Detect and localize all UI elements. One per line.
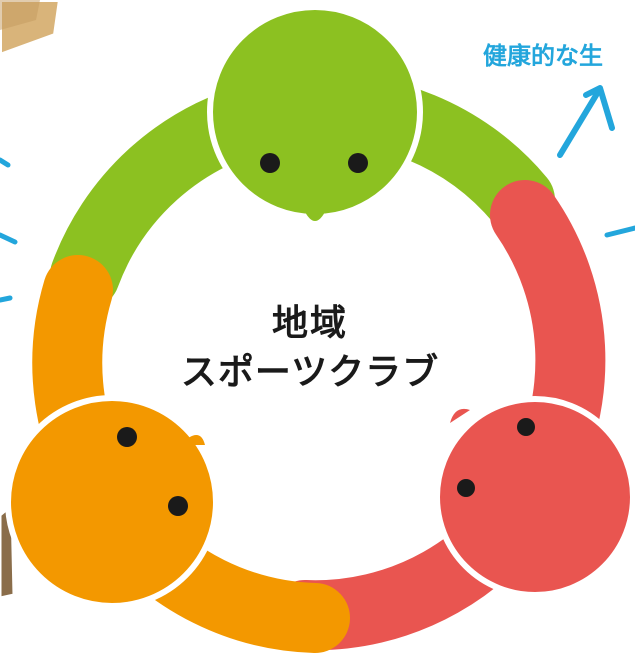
heading-healthy-life: 健康的な生 bbox=[483, 42, 603, 70]
stroke-mark-left bbox=[0, 157, 18, 303]
center-title: 地域 スポーツクラブ bbox=[150, 300, 470, 398]
arrow-icon bbox=[557, 85, 615, 158]
center-title-line2: スポーツクラブ bbox=[180, 352, 440, 393]
center-title-line1: 地域 bbox=[271, 303, 348, 344]
green-character-icon bbox=[207, 4, 423, 221]
red-character-icon bbox=[434, 396, 635, 598]
orange-character-icon bbox=[5, 395, 219, 609]
photo-top-left bbox=[0, 0, 63, 58]
stroke-mark-right bbox=[604, 225, 635, 238]
